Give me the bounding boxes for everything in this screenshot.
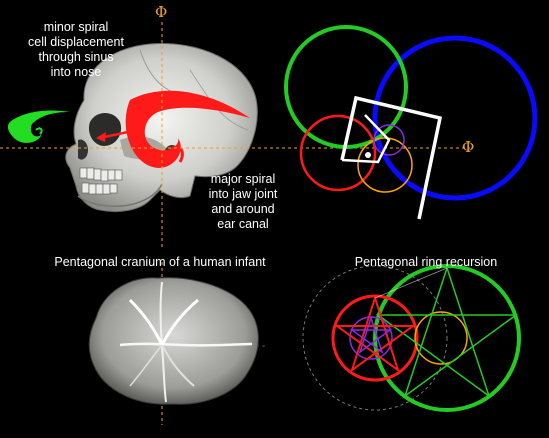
minor-spiral-line-3: through sinus: [38, 50, 114, 64]
major-spiral-line-1: major spiral: [210, 172, 276, 186]
phi-axes: [0, 22, 470, 425]
minor-spiral-line-1: minor spiral: [43, 20, 109, 34]
pentagon-rings-diagram: [302, 264, 521, 412]
major-spiral-line-3: and around: [211, 202, 275, 216]
minor-spiral-label: minor spiral cell displacement through s…: [18, 20, 134, 80]
cranium-caption: Pentagonal cranium of a human infant: [54, 255, 266, 269]
minor-spiral-line-2: cell displacement: [28, 35, 124, 49]
golden-rings-diagram: [284, 25, 538, 220]
infant-cranium-illustration: [88, 277, 259, 405]
phi-symbol-top: Φ: [155, 3, 168, 21]
major-spiral-line-4: ear canal: [217, 217, 269, 231]
minor-spiral-line-4: into nose: [50, 65, 102, 79]
minor-spiral-shape: [7, 110, 70, 143]
skull-illustration: [65, 43, 258, 213]
major-spiral-label: major spiral into jaw joint and around e…: [198, 172, 288, 232]
ring-caption: Pentagonal ring recursion: [354, 255, 498, 269]
phi-symbol-right: Φ: [462, 138, 475, 156]
major-spiral-shape: [96, 90, 250, 168]
major-spiral-line-2: into jaw joint: [208, 187, 278, 201]
